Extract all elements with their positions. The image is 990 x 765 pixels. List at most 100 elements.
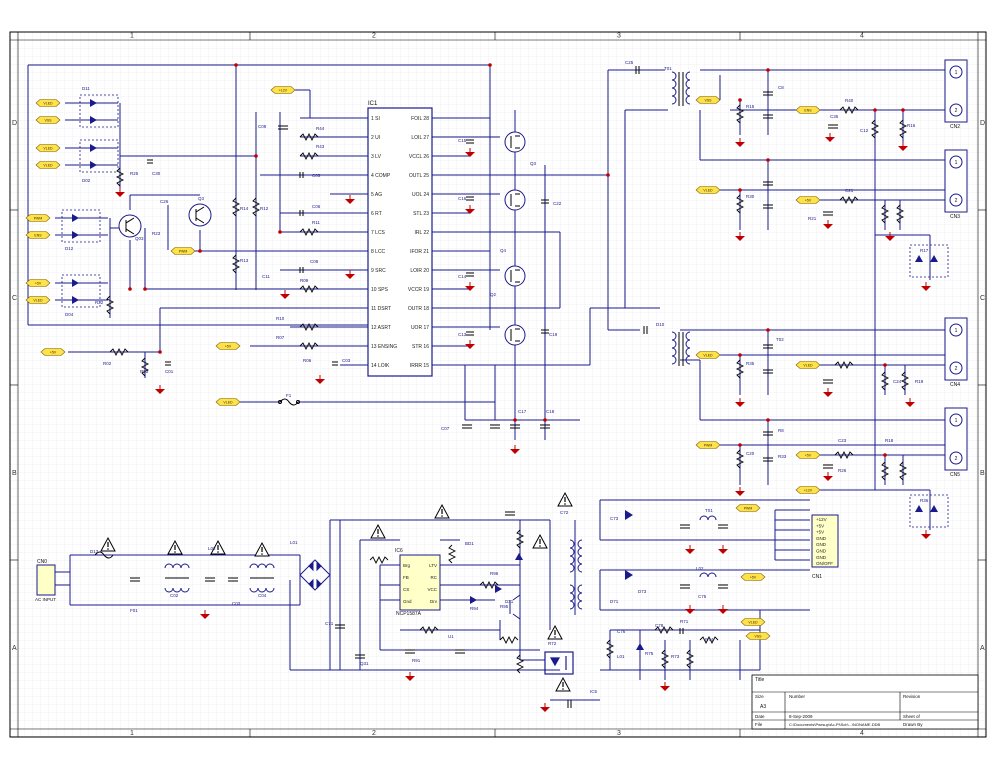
connector-pin: 1 xyxy=(955,328,958,334)
component-label: R23 xyxy=(152,231,161,236)
connector-pin: 2 xyxy=(955,456,958,462)
component-label: IC5 xyxy=(590,689,598,694)
ic1-pin-label: 14 LOIK xyxy=(371,363,390,369)
component-label: T01 xyxy=(664,66,672,71)
ic6-pin-label: Brg xyxy=(403,563,411,568)
component-label: D73 xyxy=(638,589,647,594)
capacitors-lower xyxy=(130,511,728,708)
component-label: R14 xyxy=(240,206,249,211)
net-flag: +12V xyxy=(270,86,296,94)
border-row-label: D xyxy=(12,120,17,127)
net-flag-label: +5V xyxy=(805,454,812,458)
net-flag: VLED xyxy=(695,186,721,194)
ic1-pin-label: UOL 24 xyxy=(412,192,429,198)
sheet-label: Sheet of xyxy=(903,714,921,719)
ic1-pin-label: IRRR 15 xyxy=(410,363,429,369)
component-label: C71 xyxy=(325,621,334,626)
component-label: C08 xyxy=(310,259,319,264)
component-label: R94 xyxy=(470,606,479,611)
net-flag-label: ENS xyxy=(34,234,42,238)
component-label: D10 xyxy=(656,322,665,327)
net-flag-label: ENS xyxy=(804,109,812,113)
ic1-pin-label: 5 AG xyxy=(371,192,382,198)
net-flag-label: PWM xyxy=(179,250,188,254)
component-label: R06 xyxy=(303,358,312,363)
component-label: L01 xyxy=(617,654,625,659)
resistors-lower xyxy=(369,529,719,674)
ic6-pin-label: Drv xyxy=(430,599,438,604)
component-label: C20 xyxy=(746,451,755,456)
drawn-label: Drawn By xyxy=(903,722,923,727)
ic1-pin-label: STL 23 xyxy=(413,211,429,217)
net-flag-label: VSS xyxy=(704,99,712,103)
bridge-rectifier xyxy=(299,559,331,591)
net-flag: VLED xyxy=(25,296,51,304)
net-flag: VLED xyxy=(35,99,61,107)
component-label: D12 xyxy=(65,246,74,251)
component-label: R26 xyxy=(838,468,847,473)
component-label: R40 xyxy=(845,98,854,103)
cn1-ref: CN1 xyxy=(812,574,822,580)
ic1-pin-label: 13 ENSING xyxy=(371,344,397,350)
ic1-pin-label: UOR 17 xyxy=(411,325,429,331)
component-label: C07 xyxy=(441,426,450,431)
net-flag: +5V xyxy=(40,348,66,356)
component-label: C35 xyxy=(830,114,839,119)
component-label: D31 xyxy=(505,599,514,604)
net-flag: +5V xyxy=(795,451,821,459)
component-label: R35 xyxy=(746,361,755,366)
file-value: C:\Documents\Pwrsup\Ac-Pl\Sch\...\NONAME… xyxy=(789,722,880,727)
junction-dots xyxy=(128,63,905,457)
net-flag-label: +5V xyxy=(225,345,232,349)
border-row-label: C xyxy=(980,295,985,302)
component-label: Q3 xyxy=(530,161,537,166)
ic1-pin-label: IFOR 21 xyxy=(410,249,429,255)
net-flag: ENS xyxy=(795,106,821,114)
ic6-pin-label: CS xyxy=(403,587,409,592)
border-row-label: A xyxy=(12,645,17,652)
component-label: C78 xyxy=(655,623,664,628)
component-label: R22 xyxy=(95,300,104,305)
connector-ref: CN5 xyxy=(950,472,960,478)
sheet-border xyxy=(9,31,987,738)
component-label: T01 xyxy=(705,508,713,513)
component-label: R71 xyxy=(680,619,689,624)
capacitors-upper xyxy=(147,66,838,469)
net-flag: VSS xyxy=(695,96,721,104)
component-label: Q3 xyxy=(198,196,205,201)
component-label: R11 xyxy=(312,220,320,225)
q31 xyxy=(509,594,521,620)
net-flag-label: +12V xyxy=(804,489,813,493)
size-label: Size xyxy=(755,694,764,699)
net-flag: PWM xyxy=(735,504,761,512)
component-label: R43 xyxy=(316,144,325,149)
component-label: R15 xyxy=(746,104,755,109)
ic1-pin-label: 1 SI xyxy=(371,116,380,122)
net-flags: VLED VSS VLED VLED PWM ENS +5V VLED +5V +12V PWM +5… xyxy=(25,86,821,640)
component-label: C12 xyxy=(860,128,869,133)
component-label: D71 xyxy=(610,599,619,604)
ic6-pin-label: LTV xyxy=(429,563,437,568)
ic1-pin-label: 9 SRC xyxy=(371,268,386,274)
component-label: C26 xyxy=(160,199,169,204)
net-flag: +5V xyxy=(25,279,51,287)
component-label: R10 xyxy=(276,316,285,321)
net-flag-label: VLED xyxy=(803,364,813,368)
net-flag: VLED xyxy=(795,361,821,369)
net-flag: VLED xyxy=(695,351,721,359)
ic1-pin-label: VCCR 19 xyxy=(408,287,429,293)
net-flag-label: VSS xyxy=(754,635,762,639)
ic6-pin-label: VCC xyxy=(427,587,437,592)
component-label: D13 xyxy=(90,549,99,554)
ic6-ref: IC6 xyxy=(395,548,403,554)
component-label: C24 xyxy=(893,379,902,384)
net-flag-label: VLED xyxy=(43,102,53,106)
component-label: C02 xyxy=(170,593,179,598)
component-label: L02 xyxy=(696,566,704,571)
ic1-pin-label: OUTL 25 xyxy=(409,173,429,179)
border-col-label: 4 xyxy=(860,33,864,40)
